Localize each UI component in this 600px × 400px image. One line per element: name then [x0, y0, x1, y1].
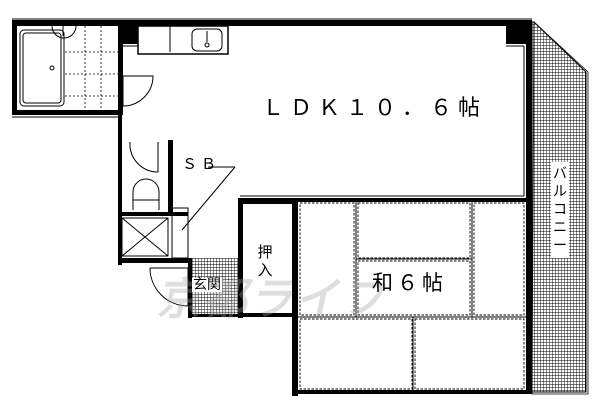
room-label-closet: 押入: [257, 243, 273, 279]
room-label-balcony: バルコニー: [551, 162, 569, 258]
room-label-entrance: 玄関: [192, 277, 222, 293]
bath-door: [122, 75, 154, 107]
ldk-inner-lines: [123, 45, 525, 197]
room-label-washitsu: 和６帖: [372, 271, 447, 295]
exterior-walls: [12, 18, 532, 396]
storage-box: [121, 217, 169, 257]
bath-floor-tiles: [65, 26, 118, 110]
room-label-shoe-box: ＳＢ: [182, 155, 221, 173]
tatami-borders: [298, 202, 526, 390]
bath-sink: [51, 25, 77, 39]
tatami-mats: [299, 202, 525, 390]
bathtub: [19, 29, 65, 107]
shoe-box: [171, 166, 236, 259]
kitchen-counter: [137, 25, 229, 55]
toilet-fixture: [129, 141, 160, 210]
room-label-ldk: ＬＤＫ１０．６帖: [262, 96, 487, 121]
